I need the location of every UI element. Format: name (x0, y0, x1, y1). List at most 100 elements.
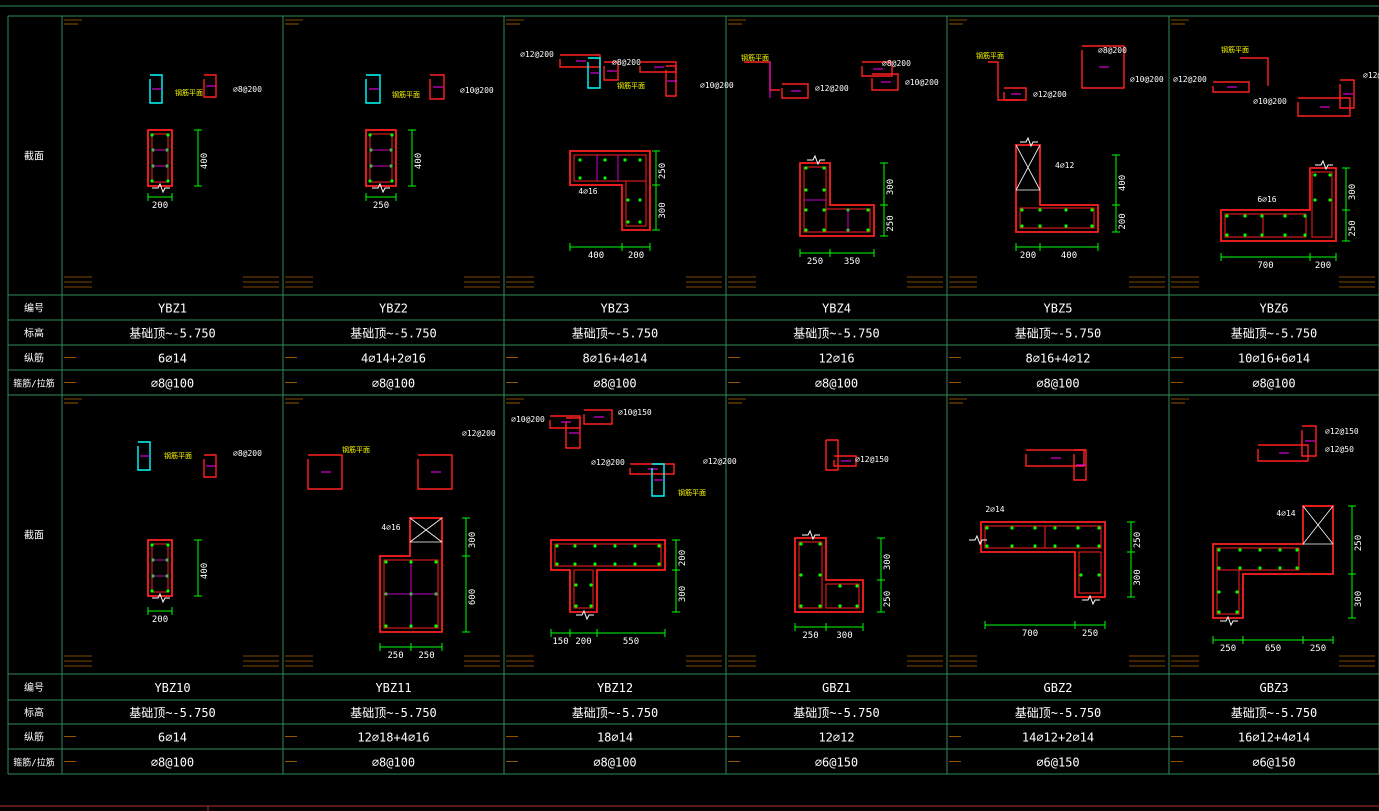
column-longitudinal: 16⌀12+4⌀14 (1238, 731, 1310, 745)
rebar-dot (985, 544, 989, 548)
tie-label: ⌀12@200 (462, 429, 496, 438)
stirrup (1078, 551, 1102, 594)
rebar-dot (1217, 590, 1221, 594)
break-mark (802, 529, 820, 541)
column-elevation: 基础顶~-5.750 (793, 706, 880, 720)
dimension-label: 650 (1265, 644, 1281, 654)
rebar-dot (1010, 544, 1014, 548)
row-label-section: 截面 (24, 529, 44, 542)
tie-detail (1003, 87, 1027, 101)
rebar-dot (1235, 590, 1239, 594)
column-id: YBZ4 (822, 302, 851, 316)
tie-label: ⌀10@200 (700, 81, 734, 90)
stirrup (573, 154, 647, 182)
rebar-dot (1328, 198, 1332, 202)
dimension-label: 250 (1082, 629, 1098, 639)
rebar-dot (1295, 566, 1299, 570)
tie-detail (651, 463, 665, 497)
rebar-dot (1217, 566, 1221, 570)
tie-label: ⌀12@200 (1033, 90, 1067, 99)
tie-label: ⌀12@150 (855, 455, 889, 464)
dimension-label: 250 (1348, 220, 1358, 236)
dimension-label: 200 (678, 550, 688, 566)
tie-label: ⌀8@200 (233, 85, 262, 94)
tie-label: ⌀12@200 (1173, 75, 1207, 84)
rebar-dot (1258, 548, 1262, 552)
rebar-dot (1097, 573, 1101, 577)
dimension-label: 250 (373, 201, 389, 211)
break-mark (969, 534, 987, 546)
bar-note: 4⌀12 (1055, 161, 1074, 170)
tie-label: ⌀10@200 (460, 86, 494, 95)
rebar-dot (1303, 233, 1307, 237)
rebar-dot (434, 560, 438, 564)
dimension-label: 300 (1133, 569, 1143, 585)
rebar-dot (818, 542, 822, 546)
tie-note: 钢筋平面 (342, 445, 370, 454)
column-stirrup: ⌀8@100 (1036, 377, 1079, 391)
stirrup (554, 543, 662, 567)
rebar-dot (1010, 526, 1014, 530)
column-elevation: 基础顶~-5.750 (1015, 327, 1102, 341)
dimension-label: 250 (1354, 535, 1364, 551)
stirrup (1044, 525, 1102, 549)
stirrup (798, 541, 823, 609)
rebar-dot (855, 604, 859, 608)
tie-label: ⌀10@200 (511, 415, 545, 424)
tie-note: 钢筋平面 (741, 53, 769, 62)
section-outline (794, 537, 864, 613)
stirrup (625, 180, 647, 227)
dimension-label: 300 (836, 631, 852, 641)
dimension-label: 250 (883, 591, 893, 607)
column-longitudinal: 8⌀16+4⌀12 (1025, 352, 1090, 366)
rebar-dot (1243, 214, 1247, 218)
tie-detail (1297, 97, 1351, 117)
rebar-dot (818, 573, 822, 577)
rebar-dot (555, 544, 559, 548)
bar-note: 4⌀16 (578, 187, 597, 196)
row-label-section: 截面 (24, 150, 44, 163)
tie-detail (1212, 81, 1250, 93)
column-id: YBZ3 (601, 302, 630, 316)
bar-note: 2⌀14 (985, 505, 1004, 514)
rebar-dot (1278, 566, 1282, 570)
tie-note: 钢筋平面 (976, 51, 1004, 60)
rebar-dot (555, 562, 559, 566)
column-id: YBZ6 (1260, 302, 1289, 316)
column-elevation: 基础顶~-5.750 (129, 706, 216, 720)
dimension-label: 250 (1310, 644, 1326, 654)
rebar-dot (822, 228, 826, 232)
tie-label: ⌀12@200 (703, 457, 737, 466)
hatch (409, 517, 443, 543)
tie-detail (587, 57, 601, 89)
tie-label: ⌀8@200 (612, 58, 641, 67)
stirrup (573, 569, 594, 609)
rebar-dot (409, 624, 413, 628)
rebar-dot (1097, 526, 1101, 530)
column-id: GBZ3 (1260, 681, 1289, 695)
rebar-dot (633, 562, 637, 566)
rebar-dot (1313, 173, 1317, 177)
rebar-dot (368, 179, 372, 183)
column-longitudinal: 12⌀18+4⌀16 (357, 731, 429, 745)
row-label-stirrup: 箍筋/拉筋 (13, 378, 54, 390)
column-id: YBZ5 (1044, 302, 1073, 316)
tie-detail (871, 73, 899, 91)
stirrup (1262, 213, 1307, 238)
section-outline (147, 539, 173, 597)
tie-detail (1339, 79, 1355, 109)
row-label-id: 编号 (24, 302, 44, 315)
column-longitudinal: 12⌀16 (818, 352, 854, 366)
table-grid (0, 5, 1379, 811)
dimension-label: 200 (1315, 261, 1331, 271)
column-longitudinal: 12⌀12 (818, 731, 854, 745)
rebar-dot (1238, 548, 1242, 552)
rebar-dot (384, 560, 388, 564)
section-outline (569, 150, 651, 231)
rebar-dot (1238, 566, 1242, 570)
break-mark (1315, 159, 1333, 171)
column-stirrup: ⌀8@100 (151, 756, 194, 770)
dimension-label: 250 (1133, 532, 1143, 548)
dimension-label: 250 (807, 257, 823, 267)
